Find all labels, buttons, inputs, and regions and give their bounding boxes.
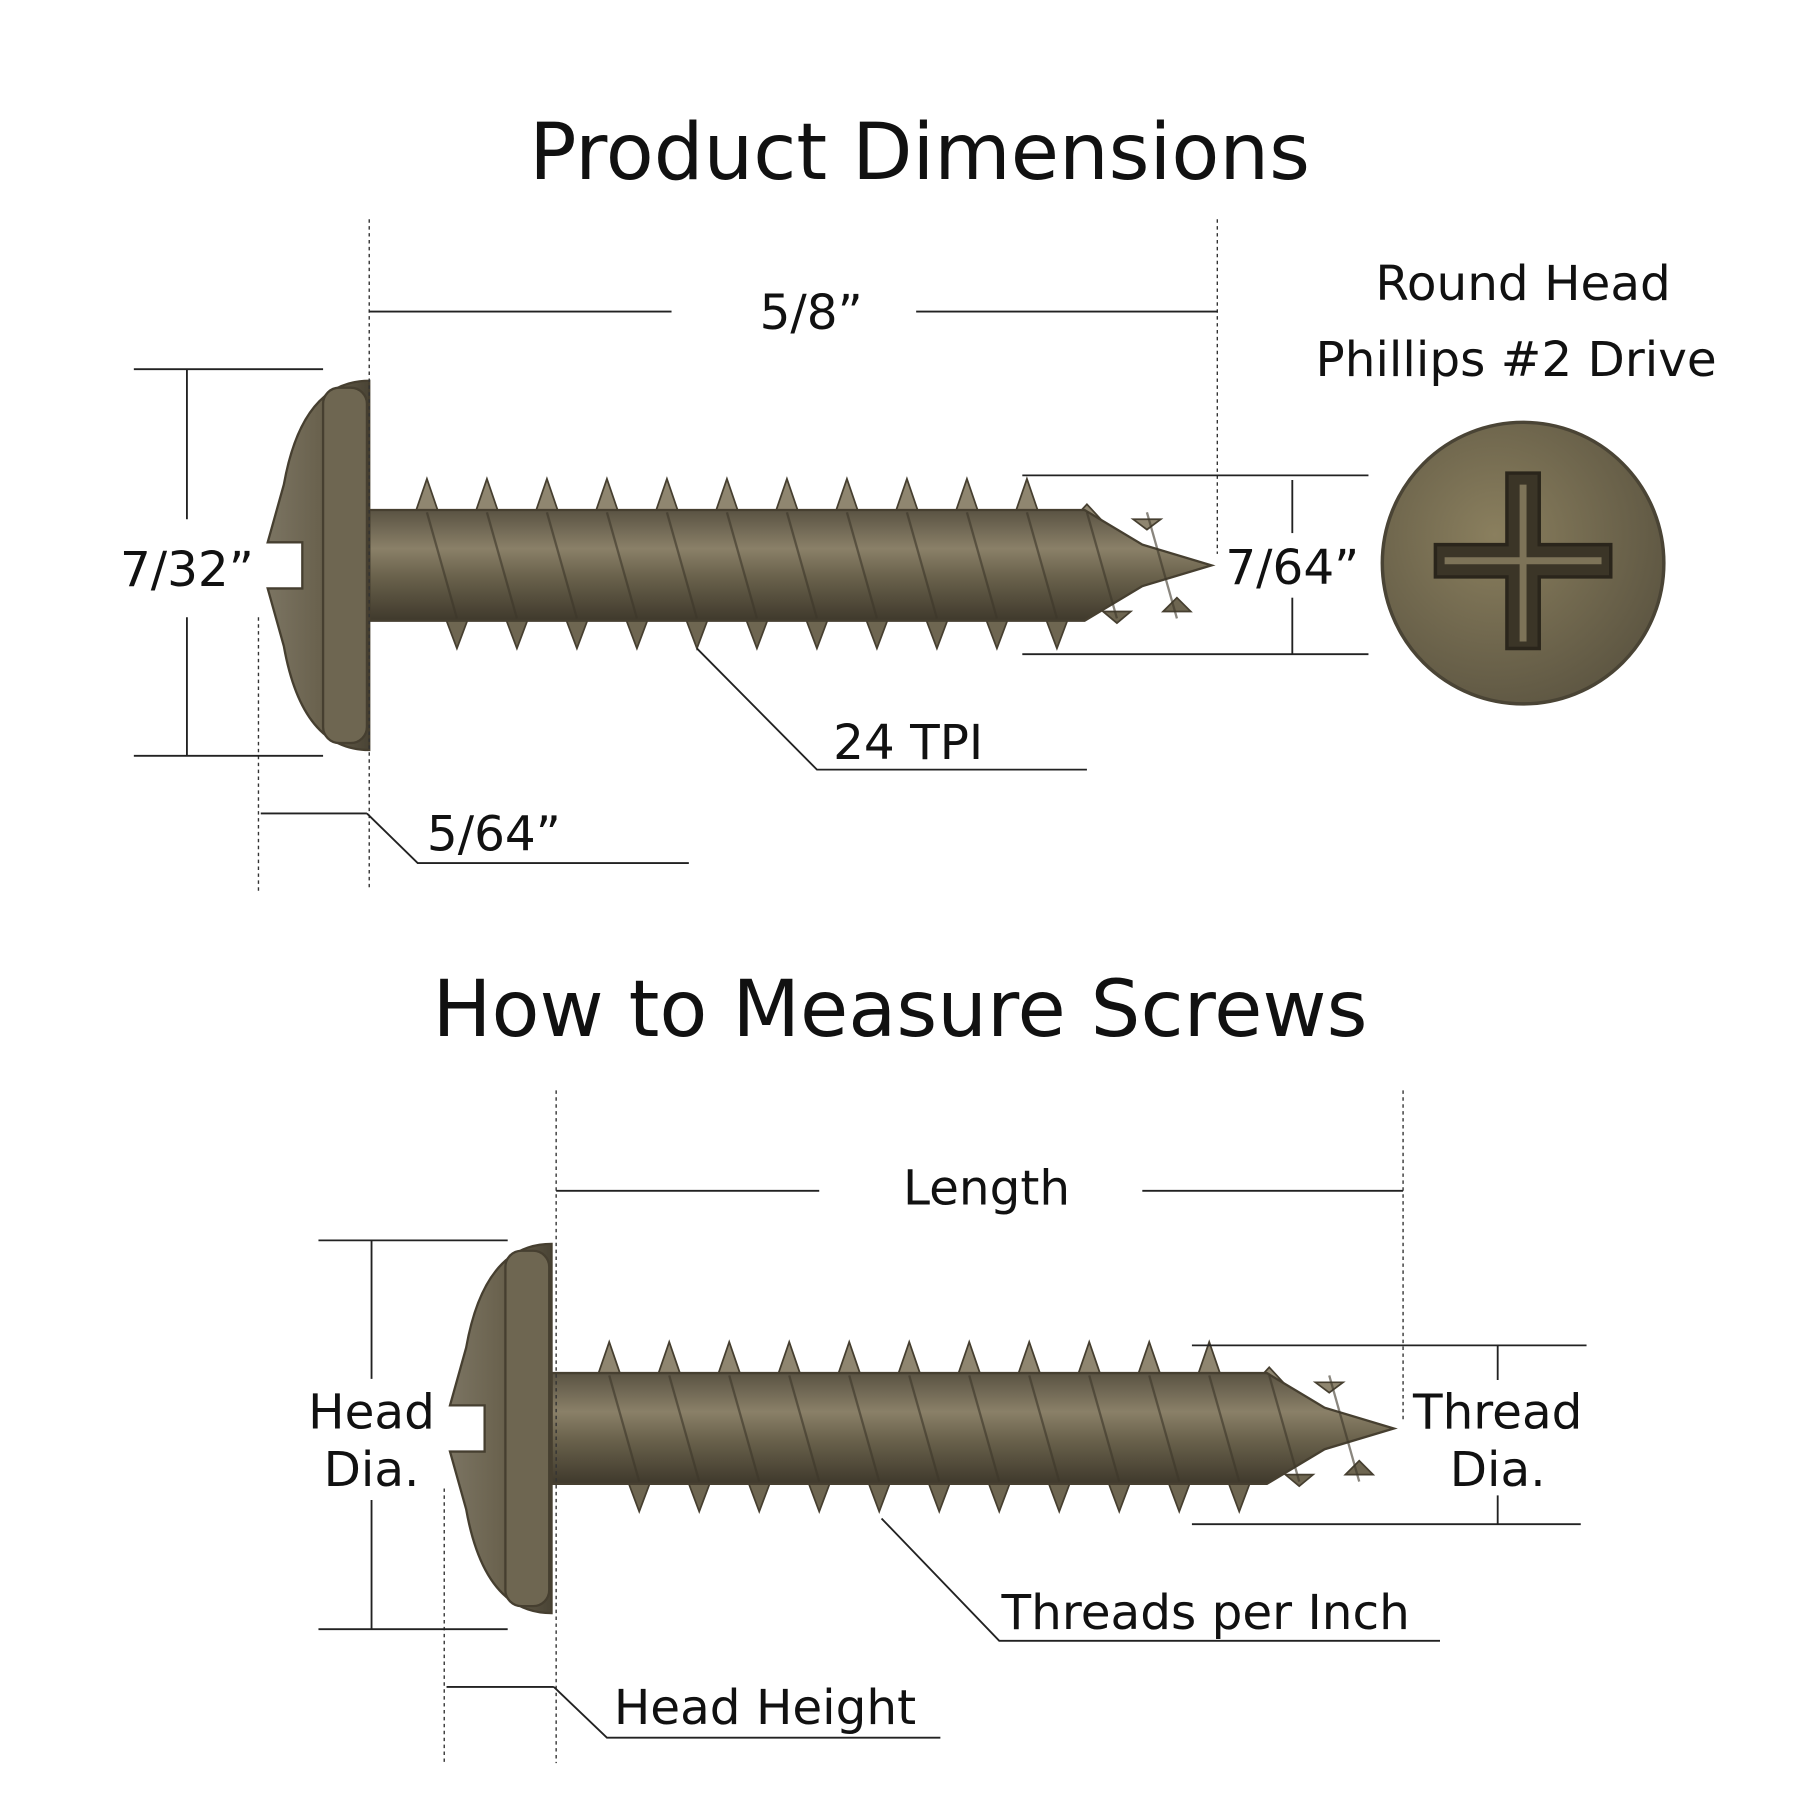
head-height-leader-line	[553, 1686, 941, 1739]
thread-groove	[545, 511, 579, 619]
tpi-value: 24 TPI	[833, 715, 983, 771]
thread-groove	[1028, 1375, 1061, 1482]
thread-groove	[728, 1375, 761, 1482]
thread-groove	[848, 1375, 881, 1482]
thread-dia-label: Dia.	[1450, 1442, 1546, 1498]
screw-shank	[368, 508, 1216, 622]
screw-head-rim	[504, 1249, 551, 1608]
head-height-leader-line	[366, 812, 689, 864]
tpi-leader-line	[880, 1517, 1440, 1642]
screw-head-rim	[321, 386, 369, 745]
length-value: 5/8”	[760, 285, 863, 341]
thread-groove	[1208, 1375, 1241, 1482]
thread-groove	[485, 511, 519, 619]
thread-groove	[665, 511, 699, 619]
drive-type-label: Phillips #2 Drive	[1316, 332, 1717, 388]
head-height-value: 5/64”	[427, 806, 561, 862]
thread-groove	[788, 1375, 821, 1482]
length-label: Length	[903, 1161, 1070, 1217]
thread-groove	[1268, 1375, 1301, 1482]
thread-groove	[608, 1375, 641, 1482]
screw-side-view	[448, 1242, 1398, 1615]
tpi-label: Threads per Inch	[1001, 1585, 1410, 1641]
head-diameter-value: 7/32”	[120, 542, 254, 598]
tpi-leader-line	[696, 647, 1087, 771]
thread-tooth	[1130, 518, 1164, 531]
head-type-label: Round Head	[1375, 256, 1670, 312]
thread-groove	[785, 511, 819, 619]
thread-groove	[1328, 1375, 1361, 1482]
thread-groove	[1148, 1375, 1181, 1482]
thread-groove	[668, 1375, 701, 1482]
thread-dia-label: Thread	[1412, 1384, 1582, 1440]
thread-groove	[1088, 1375, 1121, 1482]
thread-groove	[605, 511, 639, 619]
head-dia-label: Dia.	[324, 1442, 420, 1498]
thread-groove	[908, 1375, 941, 1482]
thread-tooth	[1343, 1459, 1376, 1476]
thread-groove	[845, 511, 879, 619]
thread-groove	[905, 511, 939, 619]
screw-shank	[550, 1371, 1398, 1485]
screw-side-view	[266, 379, 1216, 752]
thread-tooth	[1312, 1381, 1346, 1394]
head-dia-label: Head	[308, 1384, 435, 1440]
section-title-how-to-measure: How to Measure Screws	[433, 963, 1368, 1055]
thread-tooth	[1160, 596, 1193, 613]
thread-groove	[968, 1375, 1001, 1482]
thread-groove	[425, 511, 459, 619]
thread-diameter-value: 7/64”	[1225, 540, 1359, 596]
thread-groove	[965, 511, 999, 619]
thread-groove	[725, 511, 759, 619]
thread-groove	[1025, 511, 1059, 619]
section-title-product-dimensions: Product Dimensions	[529, 106, 1310, 198]
head-height-label: Head Height	[614, 1680, 916, 1736]
thread-groove	[1145, 511, 1179, 619]
thread-groove	[1085, 511, 1119, 619]
screw-head-front-view	[1380, 420, 1666, 706]
